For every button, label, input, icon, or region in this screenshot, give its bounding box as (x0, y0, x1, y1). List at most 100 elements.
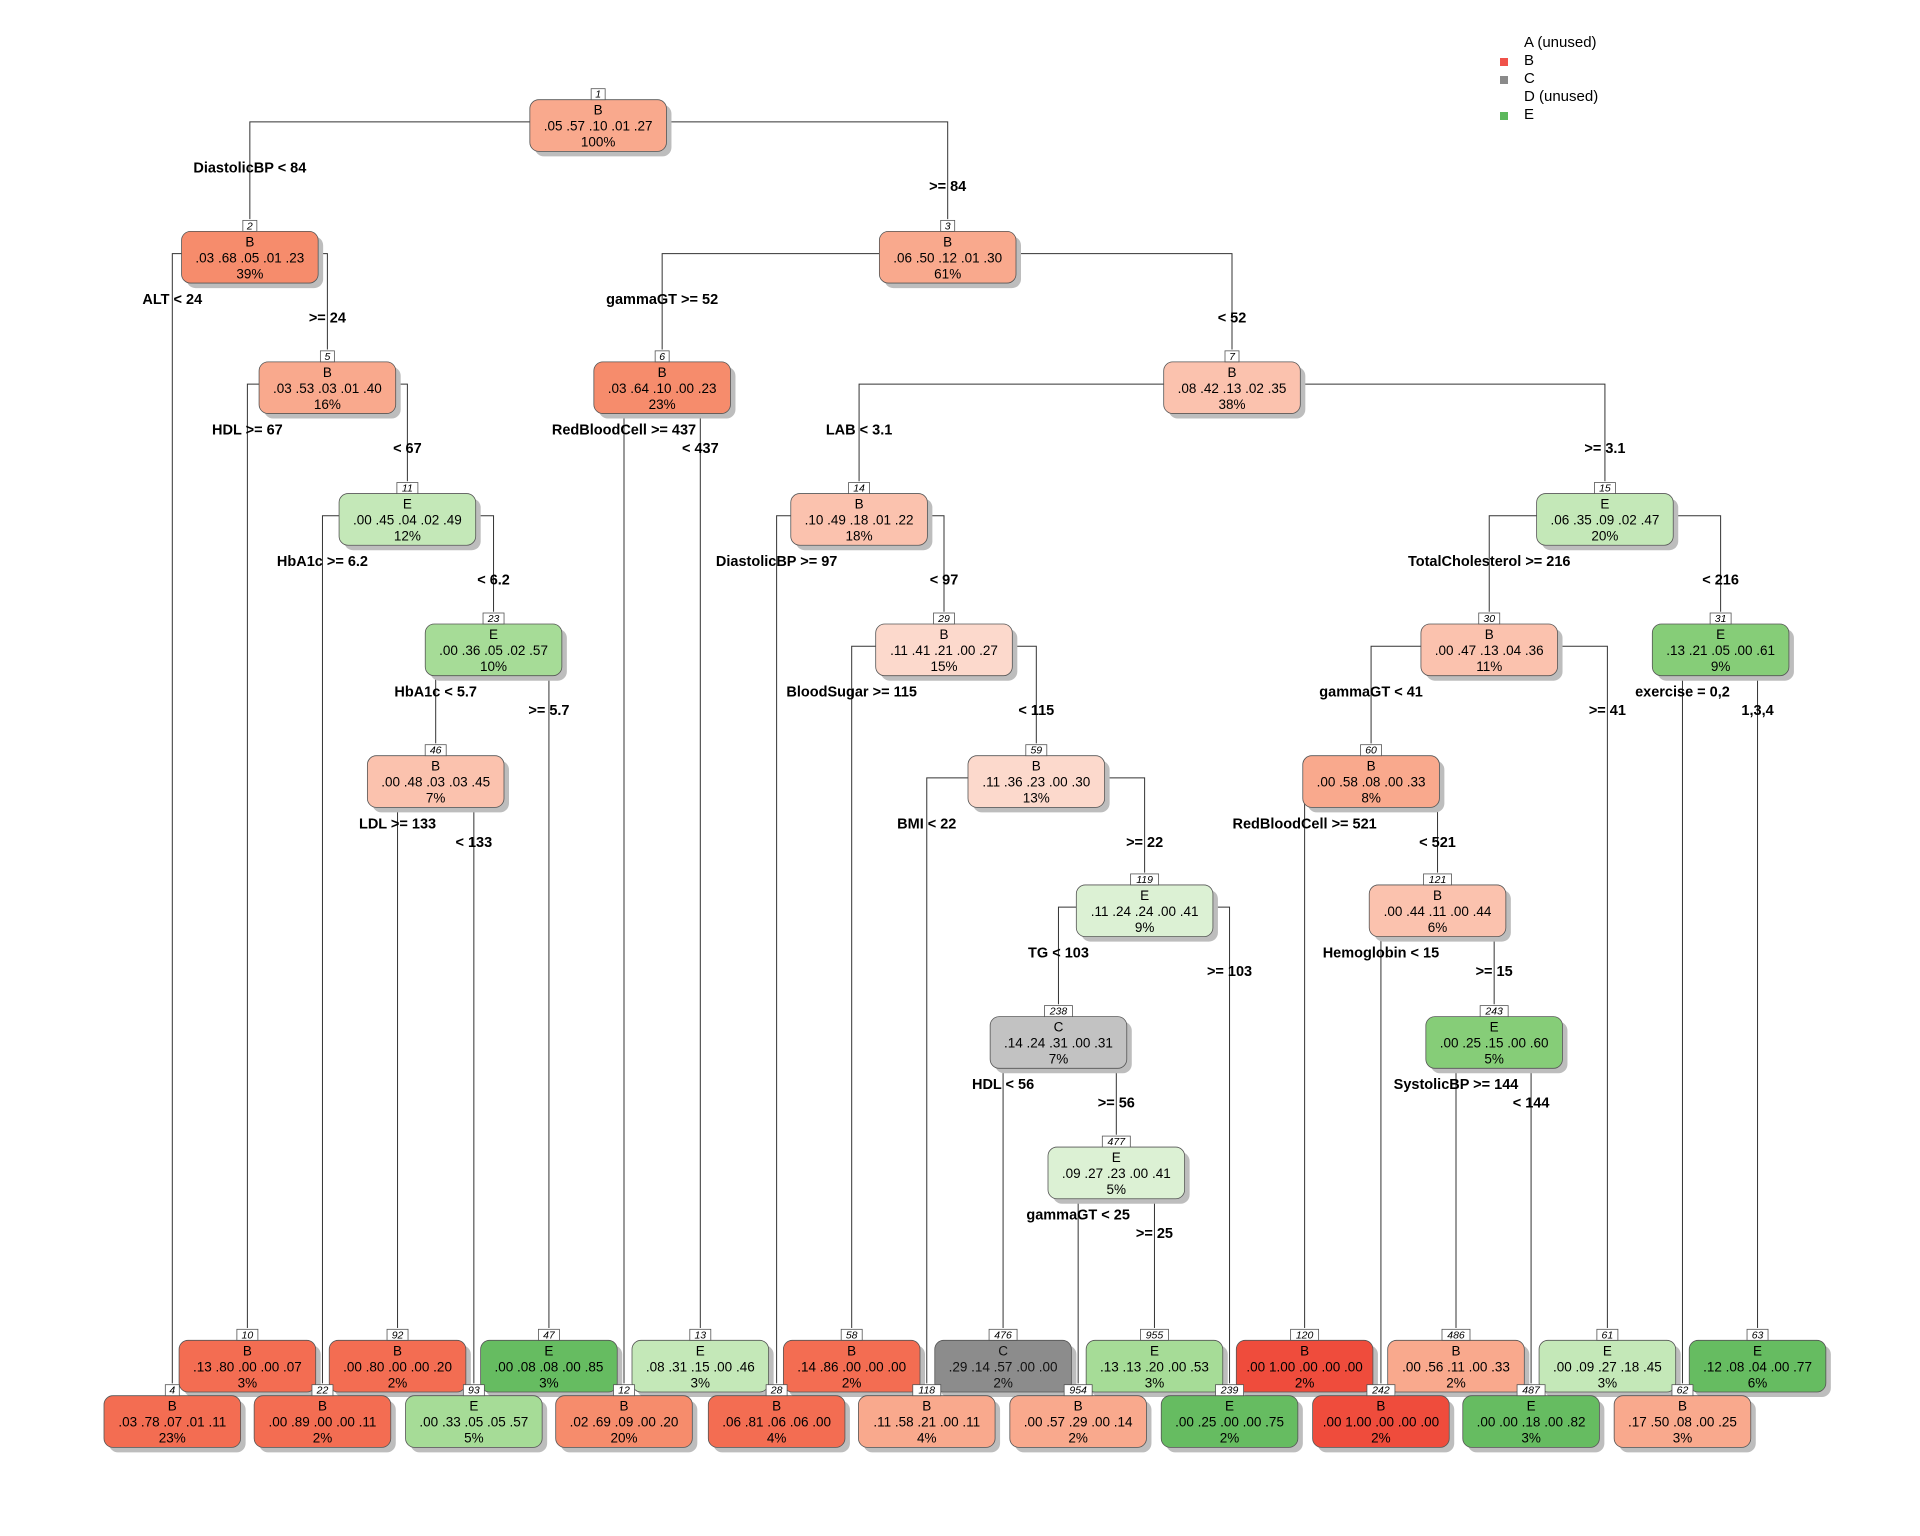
node-number: 31 (1715, 613, 1727, 625)
tree-node: 93E.00 .33 .05 .05 .575% (405, 1384, 548, 1453)
node-class: E (469, 1399, 478, 1414)
split-label-left: SystolicBP >= 144 (1394, 1077, 1519, 1093)
tree-edge (1016, 253, 1233, 350)
node-class: B (323, 365, 332, 380)
node-number: 4 (169, 1385, 175, 1397)
node-probabilities: .00 .36 .05 .02 .57 (439, 643, 548, 658)
split-label-left: HDL >= 67 (212, 422, 283, 438)
legend-swatch-e (1500, 112, 1508, 120)
node-number: 92 (392, 1329, 404, 1341)
node-probabilities: .00 .57 .29 .00 .14 (1024, 1415, 1133, 1430)
node-probabilities: .00 .00 .18 .00 .82 (1477, 1415, 1586, 1430)
node-number: 14 (853, 483, 865, 495)
node-probabilities: .11 .24 .24 .00 .41 (1091, 904, 1199, 919)
node-number: 954 (1069, 1385, 1087, 1397)
node-class: B (1074, 1399, 1083, 1414)
node-number-box (386, 1328, 409, 1341)
node-number-box (1596, 1328, 1619, 1341)
split-label-right: >= 41 (1589, 703, 1626, 719)
node-number-box (590, 88, 606, 101)
node-probabilities: .06 .81 .06 .06 .00 (722, 1415, 831, 1430)
split-label-left: DiastolicBP >= 97 (716, 554, 837, 570)
split-label-left: HDL < 56 (972, 1077, 1034, 1093)
node-percent: 3% (539, 1375, 559, 1390)
node-number: 486 (1447, 1329, 1465, 1341)
node-number: 477 (1108, 1136, 1127, 1148)
node-number-box (164, 1384, 180, 1397)
node-number-box (689, 1328, 712, 1341)
node-number: 1 (595, 89, 601, 101)
node-class: B (1678, 1399, 1687, 1414)
node-number-box (1479, 1005, 1509, 1018)
tree-edge (927, 515, 945, 612)
node-percent: 5% (1107, 1182, 1127, 1197)
node-number-box (311, 1384, 334, 1397)
tree-edges (171, 121, 1789, 1384)
node-percent: 12% (394, 529, 421, 544)
node-number: 476 (994, 1329, 1012, 1341)
split-label-right: >= 22 (1126, 835, 1163, 851)
node-percent: 2% (1220, 1431, 1240, 1446)
node-probabilities: .14 .24 .31 .00 .31 (1004, 1036, 1113, 1051)
split-label-right: >= 84 (929, 179, 966, 195)
tree-node: 13E.08 .31 .15 .00 .463% (631, 1328, 774, 1397)
split-label-right: < 52 (1218, 310, 1247, 326)
node-class: E (1225, 1399, 1234, 1414)
tree-edge (1557, 645, 1608, 1328)
node-number-box (765, 1384, 788, 1397)
node-class: B (1376, 1399, 1385, 1414)
tree-node: 63E.12 .08 .04 .00 .776% (1688, 1328, 1831, 1397)
tree-edge (367, 777, 399, 1328)
node-number-box (1215, 1384, 1244, 1397)
node-number-box (319, 350, 335, 363)
node-number-box (840, 1328, 863, 1341)
tree-edge (926, 777, 968, 1384)
node-class: C (998, 1343, 1008, 1358)
node-probabilities: .00 .80 .00 .00 .20 (343, 1359, 452, 1374)
node-percent: 5% (1484, 1052, 1504, 1067)
tree-node: 31E.13 .21 .05 .00 .619% (1651, 612, 1794, 681)
node-percent: 23% (649, 397, 676, 412)
split-label-right: < 6.2 (477, 573, 510, 589)
split-label-left: RedBloodCell >= 437 (552, 422, 696, 438)
tree-edge (666, 121, 949, 220)
split-label-left: gammaGT >= 52 (606, 292, 718, 308)
node-probabilities: .13 .21 .05 .00 .61 (1666, 643, 1775, 658)
node-percent: 20% (610, 1431, 637, 1446)
node-probabilities: .03 .78 .07 .01 .11 (118, 1415, 226, 1430)
node-class: B (855, 497, 864, 512)
node-probabilities: .17 .50 .08 .00 .25 (1628, 1415, 1737, 1430)
tree-edge (593, 383, 625, 1384)
node-class: B (318, 1399, 327, 1414)
tree-edge (699, 383, 731, 1328)
node-class: B (619, 1399, 628, 1414)
node-probabilities: .05 .57 .10 .01 .27 (544, 119, 653, 134)
node-number-box (1746, 1328, 1769, 1341)
node-number-box (1478, 612, 1501, 625)
node-number: 3 (945, 220, 951, 232)
node-class: E (544, 1343, 553, 1358)
node-class: E (1140, 888, 1149, 903)
tree-edge (1300, 383, 1606, 482)
node-number: 2 (246, 220, 253, 232)
node-number-box (1224, 350, 1240, 363)
split-label-left: TG < 103 (1028, 946, 1089, 962)
node-probabilities: .03 .53 .03 .01 .40 (273, 381, 382, 396)
node-percent: 8% (1361, 791, 1381, 806)
node-class: B (393, 1343, 402, 1358)
node-class: B (245, 234, 254, 249)
node-percent: 11% (1476, 659, 1502, 674)
node-probabilities: .03 .64 .10 .00 .23 (608, 381, 717, 396)
legend-label-c: C (1524, 70, 1535, 87)
legend-label-b: B (1524, 52, 1535, 69)
split-label-left: gammaGT < 41 (1319, 685, 1423, 701)
